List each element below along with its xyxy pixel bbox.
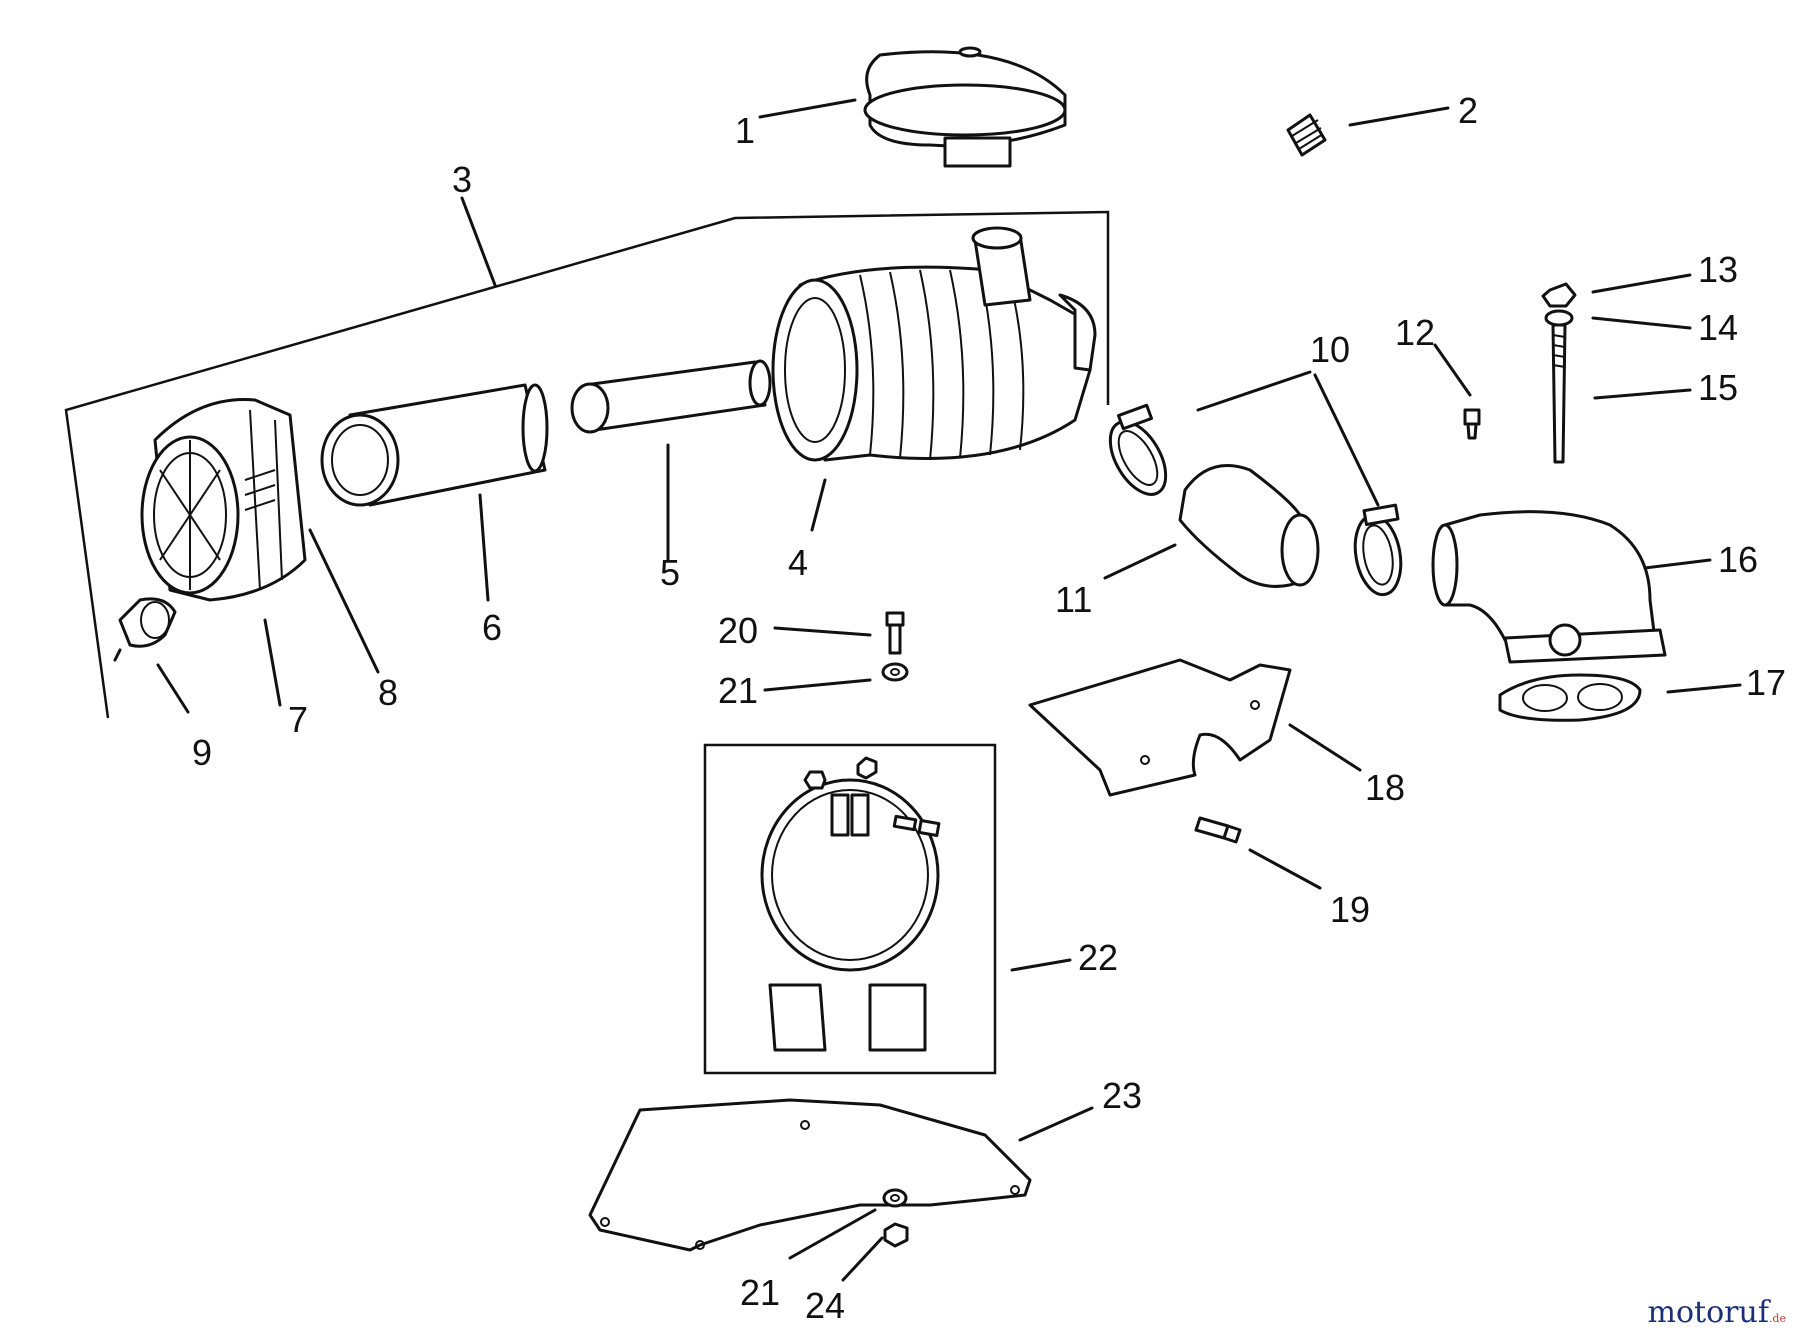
callout-4: 4	[788, 542, 808, 583]
part-7-end-cover	[140, 398, 307, 602]
part-9-vacuator-valve	[113, 597, 177, 662]
callout-2: 2	[1458, 90, 1478, 131]
part-24-nut	[883, 1222, 909, 1248]
callout-11: 11	[1055, 579, 1092, 620]
leader-lines	[156, 98, 1742, 1282]
callout-17: 17	[1746, 662, 1786, 703]
bracket-22-frame	[703, 743, 997, 1075]
part-10-hose-clamp-right	[1353, 503, 1403, 597]
part-13-nut	[1541, 282, 1577, 308]
callout-12: 12	[1395, 312, 1435, 353]
callout-10: 10	[1310, 329, 1350, 370]
callout-18: 18	[1365, 767, 1405, 808]
part-1-precleaner-cap	[863, 46, 1067, 168]
callout-6: 6	[482, 607, 502, 648]
part-11-elbow-hose	[1178, 464, 1320, 588]
callout-13: 13	[1698, 249, 1738, 290]
watermark-suffix: .de	[1768, 1312, 1786, 1325]
part-4-air-cleaner-body	[771, 226, 1097, 462]
callout-5: 5	[660, 552, 680, 593]
callout-23: 23	[1102, 1075, 1142, 1116]
watermark-logo: motoruf.de	[1648, 1295, 1786, 1330]
callout-7: 7	[288, 699, 308, 740]
part-17-gasket	[1498, 673, 1642, 722]
part-19-screw	[1194, 816, 1242, 844]
part-21-washer-lower	[882, 1188, 908, 1208]
callout-8: 8	[378, 672, 398, 713]
part-8-clip	[244, 469, 276, 511]
callout-3: 3	[452, 159, 472, 200]
callout-21-lower: 21	[740, 1272, 780, 1313]
callout-1: 1	[735, 110, 755, 151]
callout-16: 16	[1718, 539, 1758, 580]
part-6-primary-element	[320, 383, 549, 507]
part-20-bolt	[885, 611, 905, 655]
callout-19: 19	[1330, 889, 1370, 930]
part-23-shield	[588, 1098, 1032, 1252]
callout-24: 24	[805, 1285, 845, 1326]
part-5-safety-element	[570, 359, 772, 434]
callout-15: 15	[1698, 367, 1738, 408]
part-14-washer	[1544, 309, 1574, 327]
part-16-intake-elbow	[1431, 510, 1667, 664]
part-22-mounting-band	[760, 756, 941, 1052]
part-2-plug	[1286, 113, 1327, 157]
part-15-stud	[1551, 323, 1567, 464]
callout-20: 20	[718, 610, 758, 651]
callout-14: 14	[1698, 307, 1738, 348]
part-18-bracket	[1028, 658, 1292, 797]
assembly-3-frame	[64, 210, 1110, 719]
callout-21: 21	[718, 670, 758, 711]
part-21-washer	[881, 662, 909, 682]
callout-9: 9	[192, 732, 212, 773]
callout-22: 22	[1078, 937, 1118, 978]
part-12-screw	[1463, 408, 1481, 440]
watermark-text: motoruf	[1647, 1295, 1769, 1330]
part-10-hose-clamp-left	[1108, 403, 1168, 496]
